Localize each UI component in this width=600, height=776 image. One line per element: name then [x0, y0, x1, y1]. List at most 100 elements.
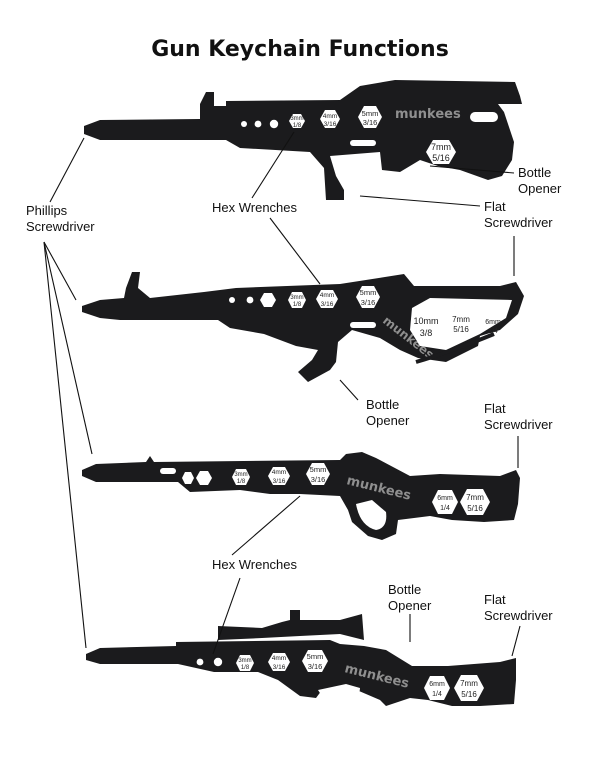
- hex-label-3-16: 3/16: [324, 121, 337, 128]
- hex-label-4mm: 4mm: [272, 469, 286, 476]
- scoped-hex-5mm: [302, 650, 328, 672]
- bottle-opener-label-3-line1: Bottle: [388, 582, 421, 597]
- phillips-label-line2: Screwdriver: [26, 219, 95, 234]
- hex-label-6mm: 6mm: [429, 681, 445, 688]
- flat-screwdriver-label-3-line1: Flat: [484, 592, 506, 607]
- carbine-hole-2: [246, 296, 254, 304]
- ar-rifle-body: [84, 80, 522, 200]
- phillips-label-line1: Phillips: [26, 203, 68, 218]
- lever-hex-4mm: [268, 467, 290, 485]
- scoped-rifle-keychain: 3mm 1/8 4mm 3/16 5mm 3/16 munkees 6mm 1/…: [86, 610, 516, 706]
- lever-action-keychain: 3mm 1/8 4mm 3/16 5mm 3/16 munkees 6mm 1/…: [82, 452, 520, 540]
- carbine-slot: [350, 322, 376, 328]
- hex-label-4mm: 4mm: [272, 655, 286, 662]
- ar-rifle-keychain: 3mm 1/8 4mm 3/16 5mm 3/16 munkees 7mm 5/…: [84, 80, 522, 200]
- lever-hex-6mm: [432, 490, 458, 514]
- hex-label-5mm: 5mm: [310, 465, 327, 474]
- scoped-lever-loop: [318, 684, 360, 703]
- hex-label-3-16: 3/16: [311, 475, 326, 484]
- bottle-opener-label-2-line1: Bottle: [366, 397, 399, 412]
- hex-label-7mm: 7mm: [466, 493, 484, 502]
- ar-slot: [350, 140, 376, 146]
- hex-label-1-4: 1/4: [488, 328, 498, 335]
- lever-hex-5mm: [306, 463, 330, 485]
- hex-label-3-16: 3/16: [273, 664, 286, 671]
- hex-wrenches-label-bottom: Hex Wrenches: [212, 557, 298, 572]
- ar-hex-3mm: [289, 114, 305, 128]
- hex-label-5-16: 5/16: [461, 690, 477, 699]
- ar-hole-3: [269, 119, 279, 129]
- hex-label-6mm: 6mm: [437, 495, 453, 502]
- flat-screwdriver-label-2-line1: Flat: [484, 401, 506, 416]
- lever-small-hex-2: [196, 471, 212, 485]
- hex-label-4mm: 4mm: [320, 292, 334, 299]
- hex-label-3-8: 3/8: [420, 328, 433, 338]
- lever-hex-7mm: [460, 489, 490, 515]
- hex-label-5-16: 5/16: [432, 153, 450, 163]
- flat-screwdriver-label-1-line1: Flat: [484, 199, 506, 214]
- scoped-hex-7mm: [454, 675, 484, 701]
- hex-label-5mm: 5mm: [362, 109, 379, 118]
- hex-label-1-4: 1/4: [432, 691, 442, 698]
- scope: [218, 610, 364, 640]
- flat-screwdriver-label-2-line2: Screwdriver: [484, 417, 553, 432]
- hex-label-1-8: 1/8: [293, 123, 302, 129]
- hex-label-10mm: 10mm: [413, 316, 438, 326]
- hex-label-7mm: 7mm: [431, 142, 451, 152]
- lever-small-hex-1: [182, 472, 194, 484]
- hex-label-3-16: 3/16: [308, 662, 323, 671]
- bottle-opener-label-1-line1: Bottle: [518, 165, 551, 180]
- hex-label-1-8: 1/8: [237, 479, 246, 485]
- carbine-hole-1: [229, 297, 235, 303]
- hex-label-5-16: 5/16: [467, 504, 483, 513]
- ar-hex-7mm: [426, 140, 456, 164]
- scoped-hex-3mm: [236, 655, 254, 671]
- ar-hex-5mm: [358, 106, 382, 128]
- ar-hole-2: [254, 120, 262, 128]
- hex-label-1-8: 1/8: [293, 302, 302, 308]
- lever-slot: [160, 468, 176, 474]
- carabiner-gate: [415, 332, 495, 364]
- hex-label-3-16: 3/16: [321, 301, 334, 308]
- hex-label-3mm: 3mm: [290, 116, 303, 122]
- hex-label-3-16: 3/16: [273, 478, 286, 485]
- hex-label-5-16: 5/16: [453, 325, 469, 334]
- scoped-hex-4mm: [268, 653, 290, 671]
- bottle-opener-label-2-line2: Opener: [366, 413, 410, 428]
- hex-label-5mm: 5mm: [307, 652, 324, 661]
- hex-label-7mm: 7mm: [460, 679, 478, 688]
- hex-label-6mm: 6mm: [485, 319, 501, 326]
- carbine-body: [82, 272, 524, 382]
- ar-rear-vent: [470, 112, 498, 122]
- leader-lines: [43, 131, 521, 657]
- hex-label-7mm: 7mm: [452, 315, 470, 324]
- carbine-hex-3mm: [288, 292, 306, 308]
- carabiner-opening: [410, 298, 512, 350]
- hex-label-3-16: 3/16: [363, 118, 378, 127]
- scoped-hole-2: [213, 657, 223, 667]
- hex-label-3mm: 3mm: [238, 658, 251, 664]
- scoped-hole-1: [196, 658, 204, 666]
- bottle-opener-label-3-line2: Opener: [388, 598, 432, 613]
- scoped-hex-6mm: [424, 676, 450, 700]
- ar-hex-4mm: [320, 110, 340, 128]
- ar-hole-1: [241, 121, 247, 127]
- lever-hex-3mm: [232, 469, 250, 485]
- carbine-hex-5mm: [356, 286, 380, 308]
- hex-label-3-16: 3/16: [361, 298, 376, 307]
- scoped-rifle-body: [86, 640, 516, 706]
- brand-logo: munkees: [395, 107, 461, 122]
- carbine-keychain: 3mm 1/8 4mm 3/16 5mm 3/16 munkees 10mm 3…: [82, 272, 524, 382]
- hex-label-5mm: 5mm: [360, 288, 377, 297]
- bottle-opener-label-1-line2: Opener: [518, 181, 562, 196]
- hex-label-4mm: 4mm: [323, 113, 337, 120]
- flat-screwdriver-label-1-line2: Screwdriver: [484, 215, 553, 230]
- hex-wrenches-label-top: Hex Wrenches: [212, 200, 298, 215]
- page-title: Gun Keychain Functions: [151, 37, 449, 62]
- carbine-hex-4mm: [316, 290, 338, 308]
- hex-label-3mm: 3mm: [290, 295, 303, 301]
- hex-label-1-8: 1/8: [241, 665, 250, 671]
- carbine-small-hex: [260, 293, 276, 307]
- flat-screwdriver-label-3-line2: Screwdriver: [484, 608, 553, 623]
- lever-loop: [356, 500, 387, 530]
